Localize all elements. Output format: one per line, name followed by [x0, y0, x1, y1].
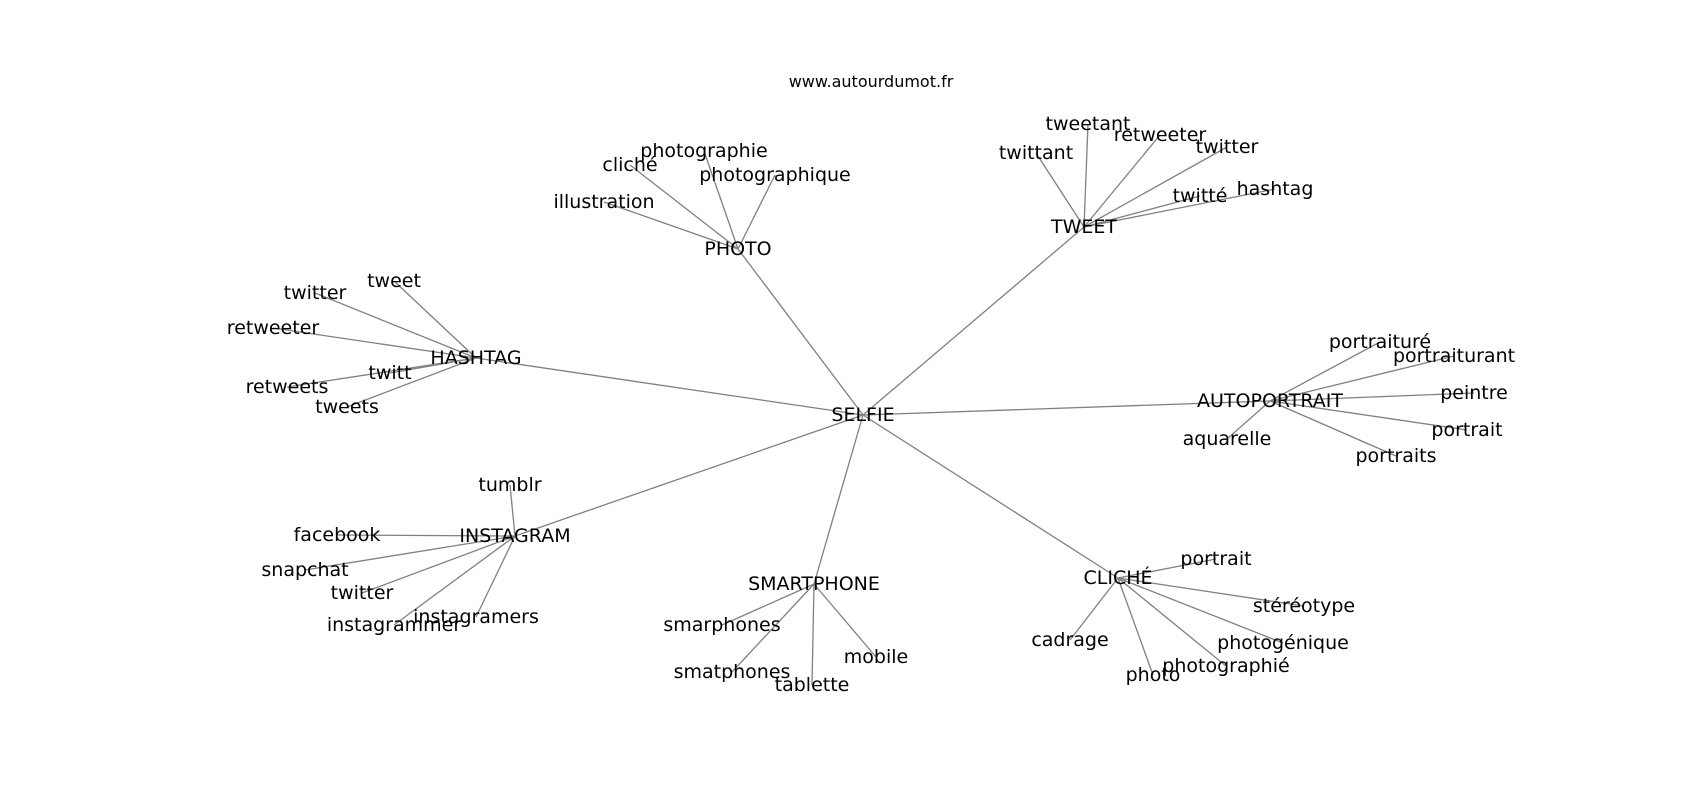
related-word-smartphone-tablette: tablette [775, 674, 850, 696]
edge-selfie-hashtag [475, 357, 864, 416]
edge-selfie-autoportrait [862, 400, 1271, 416]
edge-selfie-instagram [514, 414, 864, 537]
related-word-autoportrait-peintre: peintre [1440, 382, 1508, 404]
related-word-autoportrait-portrait: portrait [1431, 419, 1502, 441]
related-word-cliche-stereotype: stéréotype [1253, 595, 1355, 617]
edge-instagram-instagramers [475, 535, 516, 618]
edge-autoportrait-peintre [1269, 392, 1475, 402]
edge-instagram-snapchat [304, 535, 516, 571]
related-word-hashtag-twitt: twitt [368, 362, 411, 384]
related-word-tweet-hashtag: hashtag [1237, 178, 1314, 200]
edge-autoportrait-aquarelle [1226, 400, 1271, 440]
hub-word-photo: PHOTO [704, 238, 771, 260]
edge-cliche-photogenique [1117, 577, 1284, 644]
related-word-cliche-photogenique: photogénique [1217, 632, 1349, 654]
related-word-cliche-portrait: portrait [1180, 548, 1251, 570]
hub-word-cliche: CLICHÉ [1083, 566, 1152, 589]
edge-hashtag-tweets [346, 357, 477, 408]
edge-instagram-twitter [361, 535, 516, 594]
edge-photo-photographique [737, 174, 776, 250]
related-word-instagram-instagramers: instagramers [413, 606, 539, 628]
edge-autoportrait-portraits [1269, 400, 1397, 457]
related-word-photo-cliche: cliché [602, 154, 657, 176]
edge-smartphone-smatphones [731, 583, 815, 673]
edge-hashtag-tweet [393, 280, 477, 359]
hub-word-tweet: TWEET [1050, 216, 1117, 238]
related-word-instagram-instagrammer: instagrammer [327, 614, 462, 636]
related-word-cliche-cadrage: cadrage [1031, 629, 1108, 651]
edge-photo-photographie [703, 150, 739, 250]
related-word-hashtag-retweeter: retweeter [227, 317, 320, 339]
related-word-photo-photographique: photographique [699, 164, 851, 186]
related-word-cliche-photographie: photographié [1162, 655, 1289, 677]
related-word-hashtag-twitter: twitter [284, 282, 347, 304]
related-word-tweet-twittant: twittant [999, 142, 1073, 164]
hub-word-autoportrait: AUTOPORTRAIT [1197, 390, 1343, 412]
edge-tweet-twittant [1035, 152, 1085, 228]
related-word-instagram-snapchat: snapchat [261, 559, 348, 581]
related-word-smartphone-smarphones: smarphones [663, 614, 780, 636]
edge-autoportrait-portrait [1269, 400, 1468, 431]
edge-selfie-smartphone [813, 414, 864, 585]
edge-selfie-cliche [862, 414, 1119, 579]
edge-tweet-retweeter [1083, 134, 1161, 228]
edge-cliche-photographie [1117, 577, 1227, 667]
edge-hashtag-retweeter [272, 327, 477, 359]
related-word-autoportrait-portraits: portraits [1355, 445, 1436, 467]
hub-word-hashtag: HASHTAG [430, 347, 521, 369]
related-word-tweet-tweetant: tweetant [1046, 113, 1131, 135]
graph-edges [272, 123, 1475, 686]
edge-autoportrait-portraiture [1269, 341, 1381, 402]
hub-word-instagram: INSTAGRAM [459, 525, 570, 547]
related-word-photo-illustration: illustration [553, 191, 654, 213]
edge-instagram-tumblr [509, 484, 516, 537]
edge-instagram-instagrammer [393, 535, 516, 626]
edge-smartphone-smarphones [721, 583, 815, 626]
related-word-instagram-tumblr: tumblr [478, 474, 541, 496]
related-word-tweet-retweeter: retweeter [1114, 124, 1207, 146]
site-label: www.autourdumot.fr [788, 72, 954, 91]
edge-selfie-tweet [862, 226, 1085, 416]
edge-photo-cliche [629, 164, 739, 250]
edge-smartphone-mobile [813, 583, 877, 658]
related-word-smartphone-mobile: mobile [844, 646, 908, 668]
related-word-cliche-photo: photo [1126, 664, 1181, 686]
edge-selfie-photo [737, 248, 864, 416]
edge-hashtag-retweets [286, 357, 477, 388]
related-word-smartphone-smatphones: smatphones [674, 661, 791, 683]
hub-word-smartphone: SMARTPHONE [748, 573, 880, 595]
related-word-instagram-facebook: facebook [294, 524, 381, 546]
edge-cliche-portrait [1117, 558, 1217, 579]
related-word-hashtag-tweet: tweet [367, 270, 421, 292]
related-word-tweet-twitter: twitter [1196, 136, 1259, 158]
edge-tweet-hashtag [1083, 188, 1276, 228]
edge-photo-illustration [603, 201, 739, 250]
edge-instagram-facebook [336, 534, 516, 537]
edge-tweet-twitte [1083, 195, 1201, 228]
related-word-tweet-twitte: twitté [1173, 185, 1228, 207]
related-word-photo-photographie: photographie [640, 140, 767, 162]
related-word-autoportrait-aquarelle: aquarelle [1183, 428, 1272, 450]
edge-cliche-photo [1117, 577, 1154, 676]
related-word-autoportrait-portraiture: portraituré [1329, 331, 1431, 353]
edge-cliche-stereotype [1117, 577, 1305, 607]
edge-hashtag-twitter [314, 292, 477, 359]
related-word-hashtag-retweets: retweets [246, 376, 329, 398]
related-word-autoportrait-portraiturant: portraiturant [1393, 345, 1515, 367]
related-word-instagram-twitter: twitter [331, 582, 394, 604]
edge-autoportrait-portraiturant [1269, 355, 1455, 402]
related-word-hashtag-tweets: tweets [315, 396, 379, 418]
edge-tweet-tweetant [1083, 123, 1089, 228]
center-word: SELFIE [831, 404, 894, 426]
edge-smartphone-tablette [811, 583, 815, 686]
edge-cliche-cadrage [1069, 577, 1119, 641]
edge-tweet-twitter [1083, 146, 1228, 228]
